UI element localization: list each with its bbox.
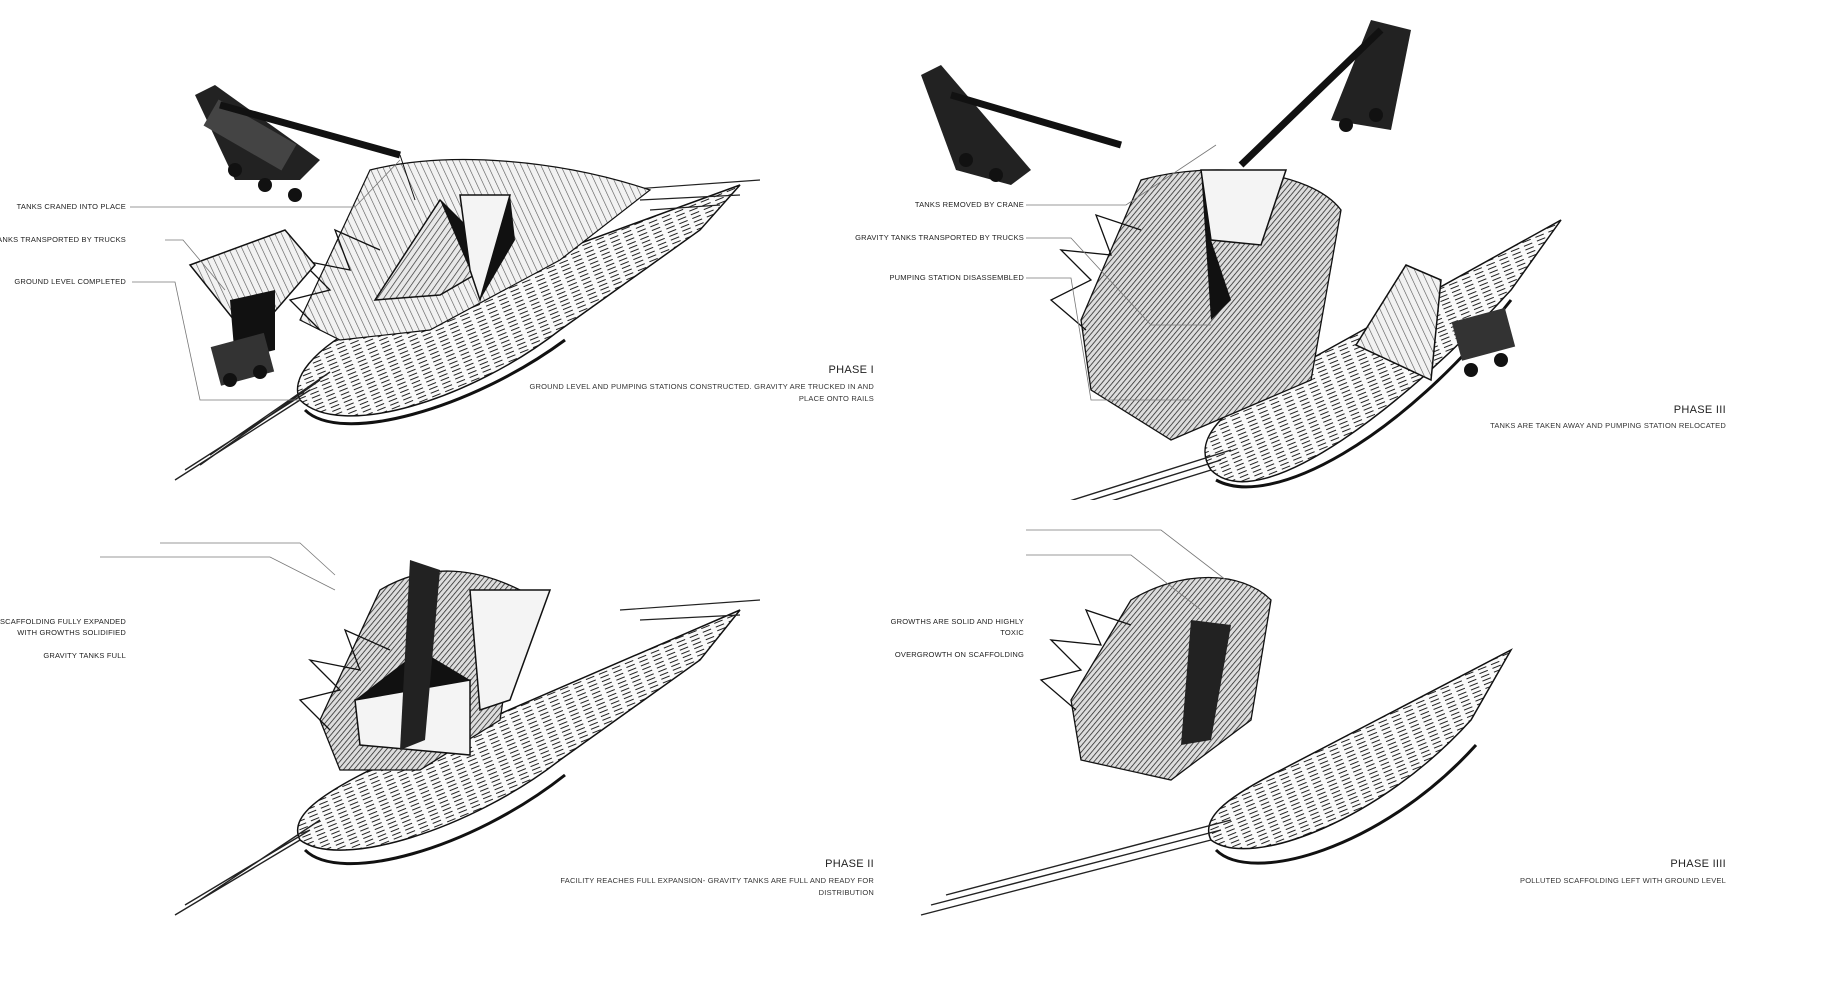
dump-truck [1354, 264, 1516, 382]
callout-tanks-transported: GRAVITY TANKS TRANSPORTED BY TRUCKS [0, 235, 126, 244]
callout-growths-solid: GROWTHS ARE SOLID AND HIGHLY [890, 617, 1024, 626]
dump-truck [188, 229, 316, 387]
phase-description-line-2: DISTRIBUTION [818, 888, 874, 897]
phase-description-line-2: PLACE ONTO RAILS [798, 394, 874, 403]
phase-description-line-1: FACILITY REACHES FULL EXPANSION- GRAVITY… [560, 876, 874, 885]
phase-3-illustration [921, 20, 1562, 500]
phase-description-line-1: POLLUTED SCAFFOLDING LEFT WITH GROUND LE… [1520, 876, 1726, 885]
callout-leaders [130, 159, 401, 401]
callout-overgrowth: OVERGROWTH ON SCAFFOLDING [894, 650, 1024, 659]
panel-phase-2: SCAFFOLDING FULLY EXPANDED WITH GROWTHS … [0, 500, 910, 1000]
callout-gravity-tanks-full: GRAVITY TANKS FULL [43, 651, 126, 660]
callout-leaders [100, 542, 336, 591]
phase-description-line-1: GROUND LEVEL AND PUMPING STATIONS CONSTR… [529, 382, 874, 391]
panel-phase-1: TANKS CRANED INTO PLACE GRAVITY TANKS TR… [0, 0, 910, 500]
gravity-tank-pyramid [373, 194, 515, 303]
crane-left [921, 65, 1122, 185]
phase-title: PHASE II [825, 858, 874, 870]
callout-leaders [1026, 144, 1217, 401]
panel-phase-4: GROWTHS ARE SOLID AND HIGHLY TOXIC OVERG… [891, 500, 1821, 1000]
callout-tanks-removed: TANKS REMOVED BY CRANE [914, 200, 1024, 209]
phase-1-illustration [130, 85, 761, 481]
callout-growths-solidified: WITH GROWTHS SOLIDIFIED [17, 628, 126, 637]
callout-tanks-craned: TANKS CRANED INTO PLACE [16, 202, 126, 211]
crane [195, 85, 416, 202]
callout-toxic: TOXIC [1000, 628, 1024, 637]
phase-4-illustration [920, 529, 1513, 916]
phase-description-line-1: TANKS ARE TAKEN AWAY AND PUMPING STATION… [1490, 421, 1726, 430]
phase-title: PHASE IIII [1670, 858, 1726, 870]
callout-leaders [1026, 529, 1227, 611]
phase-title: PHASE III [1673, 404, 1726, 416]
ground-platform [920, 648, 1513, 916]
phase-2-illustration [100, 542, 761, 916]
overgrowth-scaffolding [1039, 576, 1272, 781]
crane-right [1238, 20, 1411, 168]
ground-platform [174, 179, 761, 481]
ground-platform [174, 599, 761, 916]
gravity-tanks-full [354, 560, 552, 756]
callout-ground-level: GROUND LEVEL COMPLETED [14, 277, 126, 286]
callout-tanks-transported: GRAVITY TANKS TRANSPORTED BY TRUCKS [855, 233, 1024, 242]
panel-phase-3: TANKS REMOVED BY CRANE GRAVITY TANKS TRA… [855, 0, 1821, 500]
phase-title: PHASE I [828, 364, 874, 376]
callout-scaffolding-expanded: SCAFFOLDING FULLY EXPANDED [0, 617, 126, 626]
callout-pumping-disassembled: PUMPING STATION DISASSEMBLED [889, 273, 1024, 282]
pumping-station [1200, 169, 1288, 320]
